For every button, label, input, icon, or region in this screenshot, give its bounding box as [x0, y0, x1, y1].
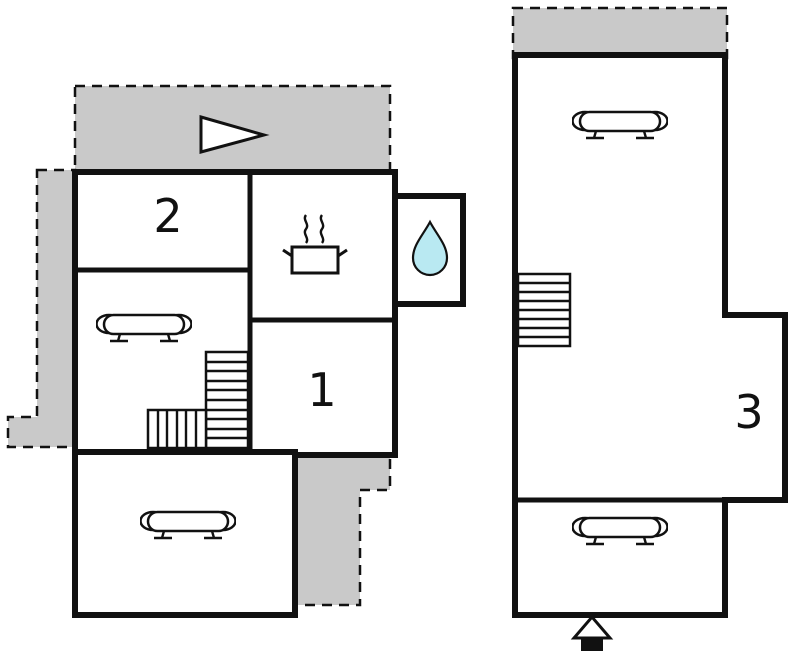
flag-icon: [199, 115, 270, 154]
terrace-left-strip: [6, 168, 77, 449]
right-unit: 3: [511, 6, 788, 651]
stairs-icon: [516, 272, 572, 348]
stove-icon: [282, 214, 348, 275]
room-3-label: 3: [734, 385, 763, 439]
terrace-top-right: [511, 6, 729, 60]
water-drop-icon: [411, 219, 449, 277]
entrance-icon: [570, 614, 614, 651]
stairs-icon: [146, 350, 250, 450]
right-building-outline: [512, 52, 788, 618]
terrace-bottom-right: [293, 450, 392, 607]
left-building-lower-outline: [72, 449, 298, 618]
left-unit: 2 1: [6, 84, 466, 618]
room-2-label: 2: [153, 189, 182, 243]
room-1-label: 1: [307, 363, 336, 417]
